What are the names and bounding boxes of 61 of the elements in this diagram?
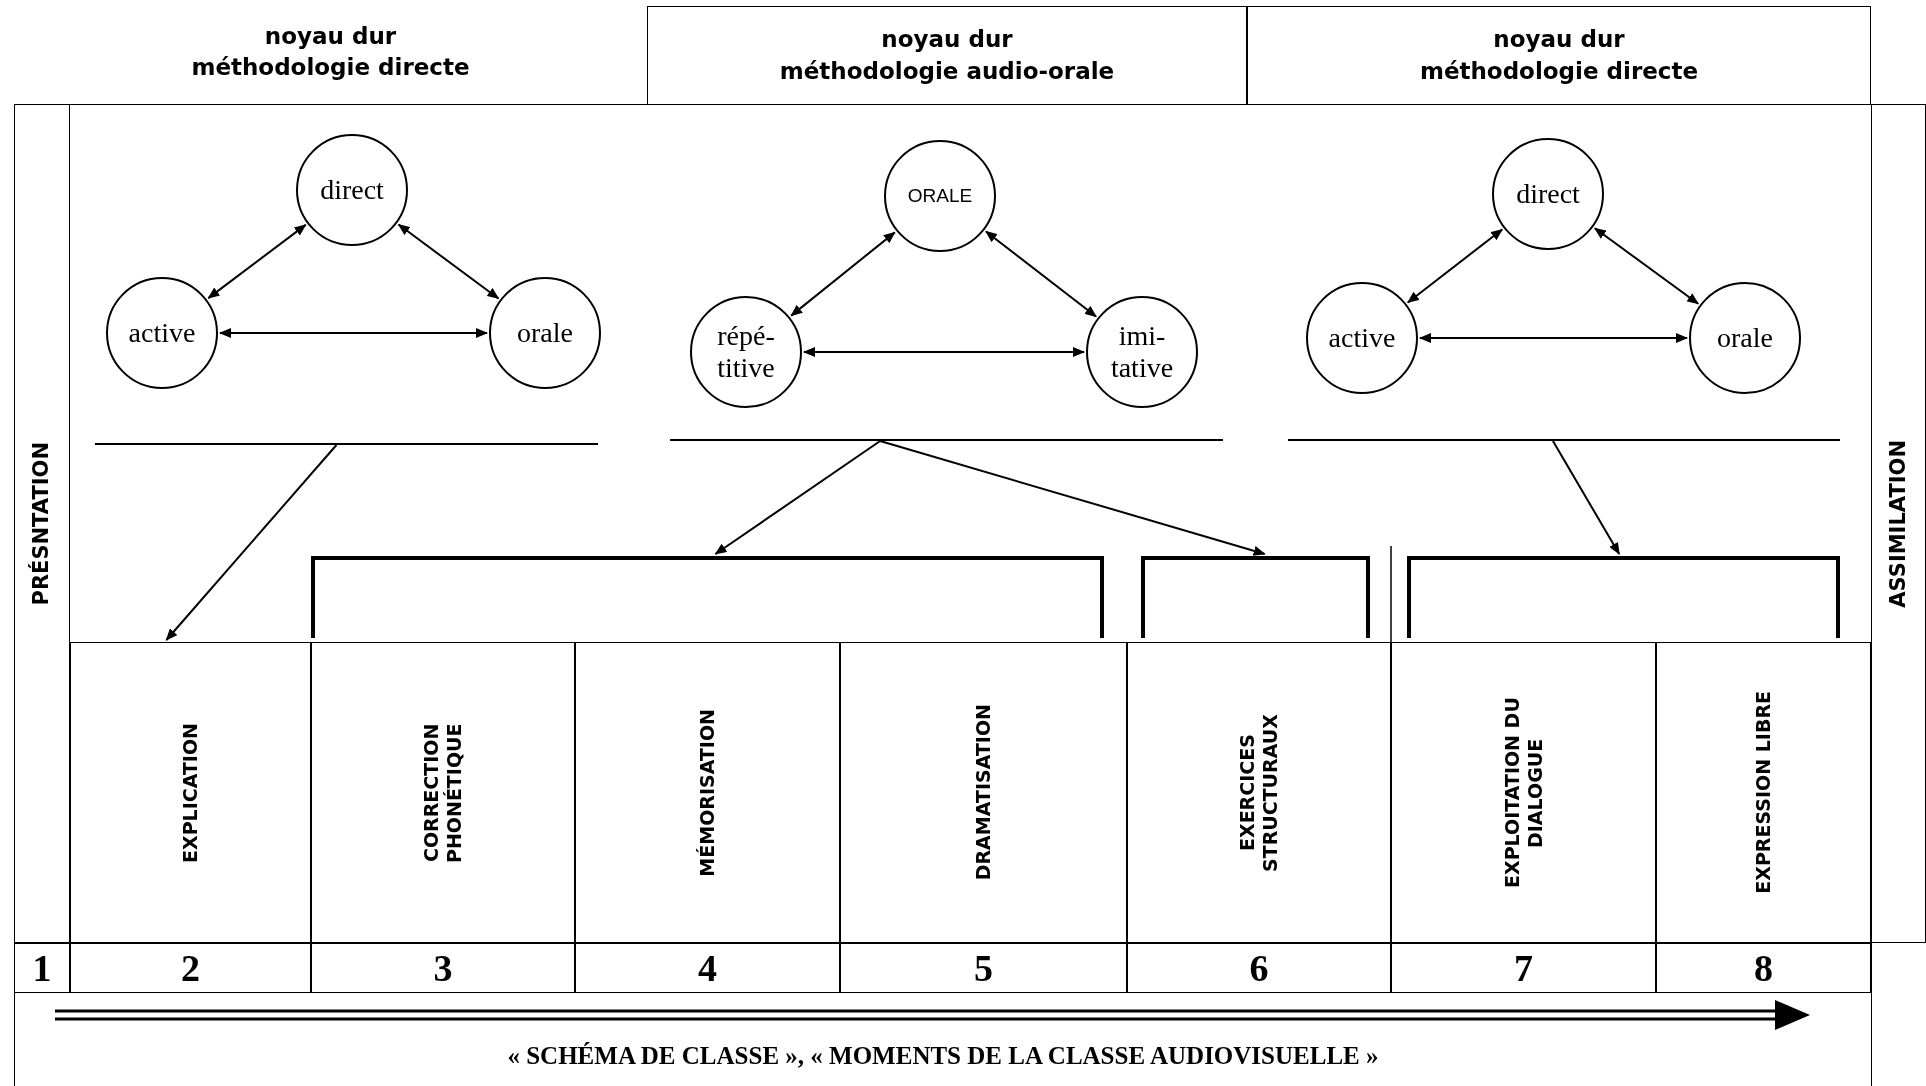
arrow	[879, 440, 1266, 556]
stage-number: 3	[311, 943, 575, 993]
stage-number: 4	[575, 943, 840, 993]
stage-number: 6	[1127, 943, 1391, 993]
stage-column	[1391, 642, 1656, 943]
concept-label: active	[1328, 321, 1396, 355]
stage-label: EXPLOITATION DU DIALOGUE	[1500, 696, 1547, 890]
arrow	[207, 223, 307, 300]
header-subtitle: méthodologie directe	[191, 53, 470, 82]
stage-number: 1	[14, 943, 70, 993]
stage-column	[575, 642, 840, 943]
stage-column	[1127, 642, 1391, 943]
arrow	[1406, 228, 1504, 304]
concept-label: active	[128, 316, 196, 350]
concept-label: direct	[1516, 177, 1580, 211]
header-title: noyau dur	[881, 25, 1013, 55]
stage-label: EXPRESSION LIBRE	[1752, 691, 1775, 894]
header-subtitle: méthodologie directe	[1419, 56, 1699, 86]
arrow	[714, 440, 882, 555]
concept-label: répé- titive	[716, 319, 776, 385]
stage-column	[840, 642, 1127, 943]
phase-label: PRÉSNTATION	[29, 441, 55, 606]
arrow	[1551, 440, 1621, 555]
underline-bar	[670, 439, 1223, 441]
underline-bar	[95, 443, 598, 445]
stage-number: 2	[70, 943, 311, 993]
stage-number: 8	[1656, 943, 1871, 993]
stage-number: 5	[840, 943, 1127, 993]
bracket	[1141, 556, 1370, 638]
phase-band	[14, 104, 70, 943]
concept-label: ORALE	[907, 185, 973, 207]
header-title: noyau dur	[1493, 25, 1625, 55]
caption: « SCHÉMA DE CLASSE », « MOMENTS DE LA CLASSE AUDIOVISUELLE »	[506, 1042, 1380, 1070]
concept-label: imi- tative	[1109, 319, 1175, 385]
arrow	[397, 223, 500, 300]
arrow	[1419, 333, 1688, 343]
arrow	[1593, 227, 1700, 305]
header-subtitle: méthodologie audio-orale	[779, 56, 1115, 86]
stage-label: CORRECTION PHONÉTIQUE	[420, 721, 466, 865]
phase-band	[1871, 104, 1926, 943]
stage-label: MÉMORISATION	[696, 708, 719, 877]
bracket	[1407, 556, 1840, 638]
concept-label: direct	[320, 173, 384, 207]
header-title: noyau dur	[264, 21, 397, 51]
phase-label: ASSIMILATION	[1885, 439, 1911, 608]
stage-label: DRAMATISATION	[972, 704, 995, 881]
stage-label: EXERCICES STRUCTURAUX	[1236, 712, 1282, 874]
bracket	[311, 556, 1104, 638]
stage-column	[311, 642, 575, 943]
stage-column	[1656, 642, 1871, 943]
arrow	[803, 347, 1085, 357]
arrow	[165, 444, 338, 641]
arrow	[790, 231, 896, 317]
stage-number: 7	[1391, 943, 1656, 993]
stage-column	[70, 642, 311, 943]
concept-label: orale	[517, 316, 573, 350]
stage-label: EXPLICATION	[179, 722, 202, 863]
underline-bar	[1288, 439, 1840, 441]
arrow	[984, 230, 1098, 318]
arrow	[219, 328, 488, 338]
concept-label: orale	[1717, 321, 1773, 355]
